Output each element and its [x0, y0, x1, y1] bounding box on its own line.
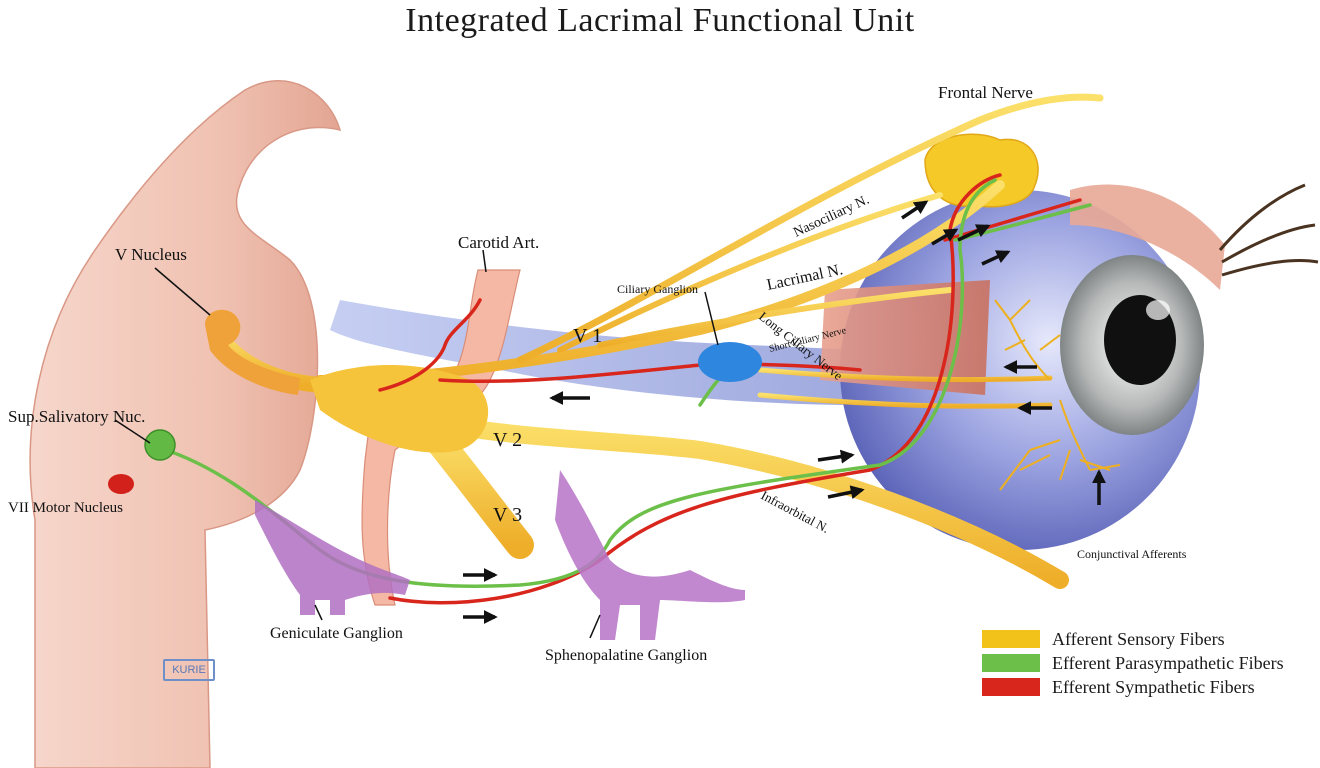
legend-item-parasympathetic: Efferent Parasympathetic Fibers: [982, 651, 1284, 675]
label-vii-motor: VII Motor Nucleus: [8, 500, 123, 516]
trigeminal-ganglion: [310, 365, 489, 453]
label-infraorbital: Infraorbital N.: [759, 487, 832, 535]
label-conjunctival-afferents: Conjunctival Afferents: [1077, 547, 1187, 561]
legend-swatch-sympathetic: [982, 678, 1040, 696]
sup-salivatory-nucleus: [144, 429, 176, 461]
label-carotid: Carotid Art.: [458, 233, 539, 252]
legend: Afferent Sensory Fibers Efferent Parasym…: [982, 627, 1284, 699]
v-nucleus: [205, 309, 300, 395]
legend-swatch-afferent: [982, 630, 1040, 648]
eye-muscle: [820, 280, 990, 395]
label-v1: V 1: [573, 325, 602, 347]
eyelashes: [1218, 183, 1319, 277]
label-frontal-nerve: Frontal Nerve: [938, 83, 1033, 102]
label-v2: V 2: [493, 429, 522, 451]
legend-label-parasympathetic: Efferent Parasympathetic Fibers: [1052, 652, 1284, 673]
ciliary-ganglion: [698, 342, 762, 382]
lacrimal-gland: [924, 133, 1039, 208]
legend-label-sympathetic: Efferent Sympathetic Fibers: [1052, 676, 1255, 697]
legend-item-sympathetic: Efferent Sympathetic Fibers: [982, 675, 1284, 699]
artist-watermark: KURIE: [163, 659, 215, 681]
diagram-title: Integrated Lacrimal Functional Unit: [405, 2, 915, 39]
legend-item-afferent: Afferent Sensory Fibers: [982, 627, 1284, 651]
label-sphenopalatine: Sphenopalatine Ganglion: [545, 647, 707, 664]
legend-swatch-parasympathetic: [982, 654, 1040, 672]
geniculate-ganglion: [255, 500, 410, 615]
flow-arrows: [463, 200, 1106, 624]
label-geniculate: Geniculate Ganglion: [270, 625, 403, 642]
sphenopalatine-ganglion: [555, 470, 745, 640]
label-sup-salivatory: Sup.Salivatory Nuc.: [8, 407, 145, 426]
afferent-nerves: [207, 93, 1104, 589]
brainstem: [29, 80, 342, 768]
vii-motor-nucleus: [108, 474, 134, 494]
label-ciliary-ganglion: Ciliary Ganglion: [617, 282, 698, 296]
label-pointers: [114, 249, 719, 639]
sympathetic-fibers: [378, 173, 1082, 605]
conjunctival-afferent-branches: [994, 299, 1121, 491]
legend-label-afferent: Afferent Sensory Fibers: [1052, 628, 1225, 649]
eyelid: [1070, 184, 1225, 290]
label-v3: V 3: [493, 504, 522, 526]
label-v-nucleus: V Nucleus: [115, 245, 187, 264]
